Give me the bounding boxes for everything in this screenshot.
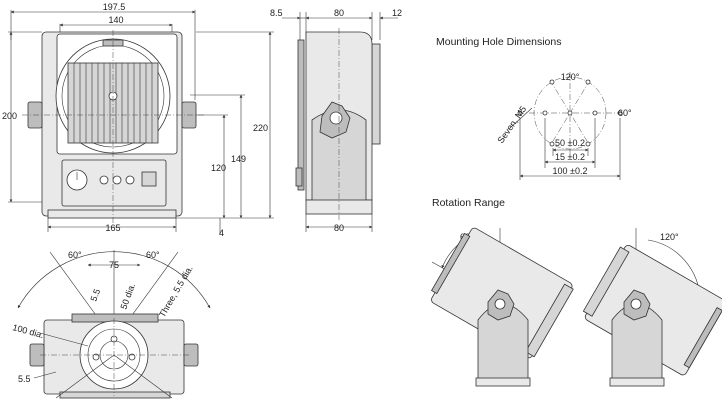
dim-15: 15 ±0.2 xyxy=(555,152,585,162)
holes-label: Seven, M5 xyxy=(495,104,528,145)
dim-5-5-top: 5.5 xyxy=(88,288,102,303)
bottom-angle-left: 60° xyxy=(68,250,82,260)
dim-5-5-side: 5.5 xyxy=(18,374,31,384)
dim-bottom-4: 4 xyxy=(219,228,224,238)
dim-offset-left: 8.5 xyxy=(270,8,283,18)
fan-grille xyxy=(73,63,153,143)
front-view: 197.5 140 xyxy=(2,2,274,238)
dim-100: 100 ±0.2 xyxy=(553,166,588,176)
dim-75: 75 xyxy=(109,260,119,270)
dim-width-base: 165 xyxy=(105,223,120,233)
mounting-title: Mounting Hole Dimensions xyxy=(436,36,561,48)
three-holes-label: Three, 5.5 dia. xyxy=(157,264,195,319)
angle-60: 60° xyxy=(618,108,632,118)
dim-depth-base: 80 xyxy=(334,223,344,233)
dim-50: 50 ±0.2 xyxy=(555,138,585,148)
dim-width-top: 140 xyxy=(108,15,123,25)
bottom-angle-right: 60° xyxy=(146,250,160,260)
side-view: 8.5 80 12 80 xyxy=(270,8,402,233)
dim-height-149: 149 xyxy=(231,154,246,164)
dim-depth-top: 80 xyxy=(334,8,344,18)
rotation-left: 60° xyxy=(431,227,574,387)
bottom-view: 60° 60° 75 5.5 50 dia. Three, 5.5 dia. 1… xyxy=(11,250,211,399)
rotation-title: Rotation Range xyxy=(432,197,505,209)
dim-height-overall: 220 xyxy=(253,123,268,133)
rotation-range: Rotation Range 60° 120° xyxy=(431,197,722,387)
dim-50-dia: 50 dia. xyxy=(118,282,137,311)
dim-height-120: 120 xyxy=(211,163,226,173)
dim-width-overall: 197.5 xyxy=(103,2,126,12)
dim-100-dia: 100 dia. xyxy=(11,322,45,340)
rotation-right: 120° xyxy=(582,228,722,387)
angle-120: 120° xyxy=(561,72,580,82)
dim-height-left: 200 xyxy=(2,111,17,121)
mounting-holes xyxy=(517,79,623,147)
mounting-hole-diagram: Mounting Hole Dimensions 120° 60° Seven,… xyxy=(436,36,632,180)
dim-offset-right: 12 xyxy=(392,8,402,18)
rotation-angle-right: 120° xyxy=(660,232,679,242)
